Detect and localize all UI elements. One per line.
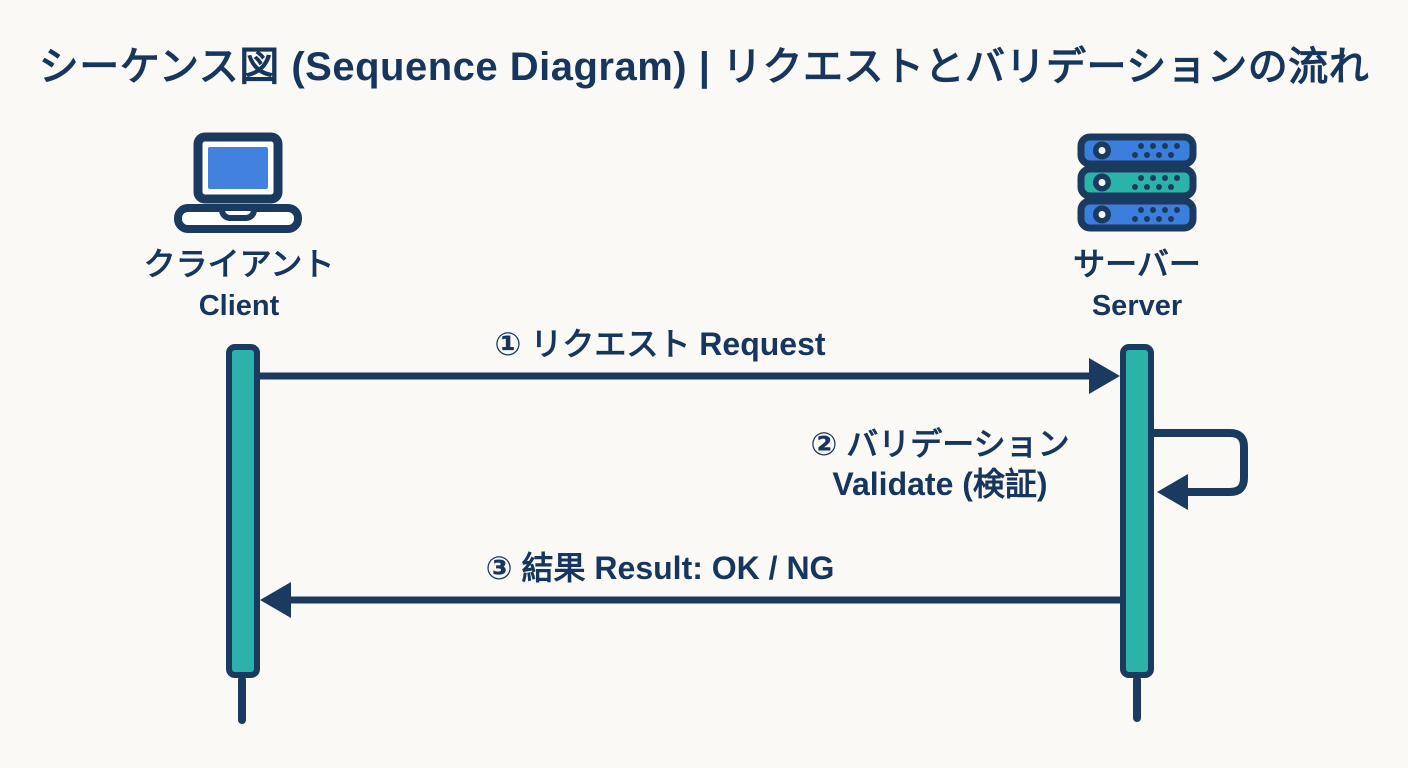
diagram-title: シーケンス図 (Sequence Diagram) | リクエストとバリデーショ… — [38, 45, 1370, 89]
client-label-ja: クライアント — [143, 246, 335, 282]
server-unit-top — [1077, 133, 1197, 168]
client-lifeline — [238, 676, 246, 724]
message-label-validate-line1: ② バリデーション — [810, 426, 1070, 462]
client-label-en: Client — [198, 290, 280, 322]
server-label-en: Server — [1091, 290, 1183, 322]
message-label-result: ③ 結果 Result: OK / NG — [485, 550, 835, 586]
laptop-icon-svg — [174, 132, 302, 233]
server-rack-icon — [1077, 133, 1197, 238]
message-label-request: ① リクエスト Request — [494, 326, 826, 362]
message-label-validate: ② バリデーション Validate (検証) — [755, 424, 1125, 504]
server-lifeline — [1133, 676, 1141, 722]
server-activation-bar — [1120, 344, 1154, 678]
server-unit-middle — [1077, 165, 1197, 200]
message-arrow-result — [260, 582, 1120, 618]
server-rack-icon-svg — [1077, 133, 1197, 232]
self-loop-validate — [1154, 429, 1248, 510]
laptop-screen — [193, 132, 283, 204]
message-label-validate-line2: Validate (検証) — [832, 466, 1048, 502]
laptop-base — [174, 204, 302, 233]
server-label-ja: サーバー — [1073, 246, 1201, 282]
laptop-icon — [171, 131, 305, 242]
server-unit-bottom — [1077, 197, 1197, 232]
message-arrow-request — [260, 358, 1120, 394]
client-activation-bar — [226, 344, 260, 678]
